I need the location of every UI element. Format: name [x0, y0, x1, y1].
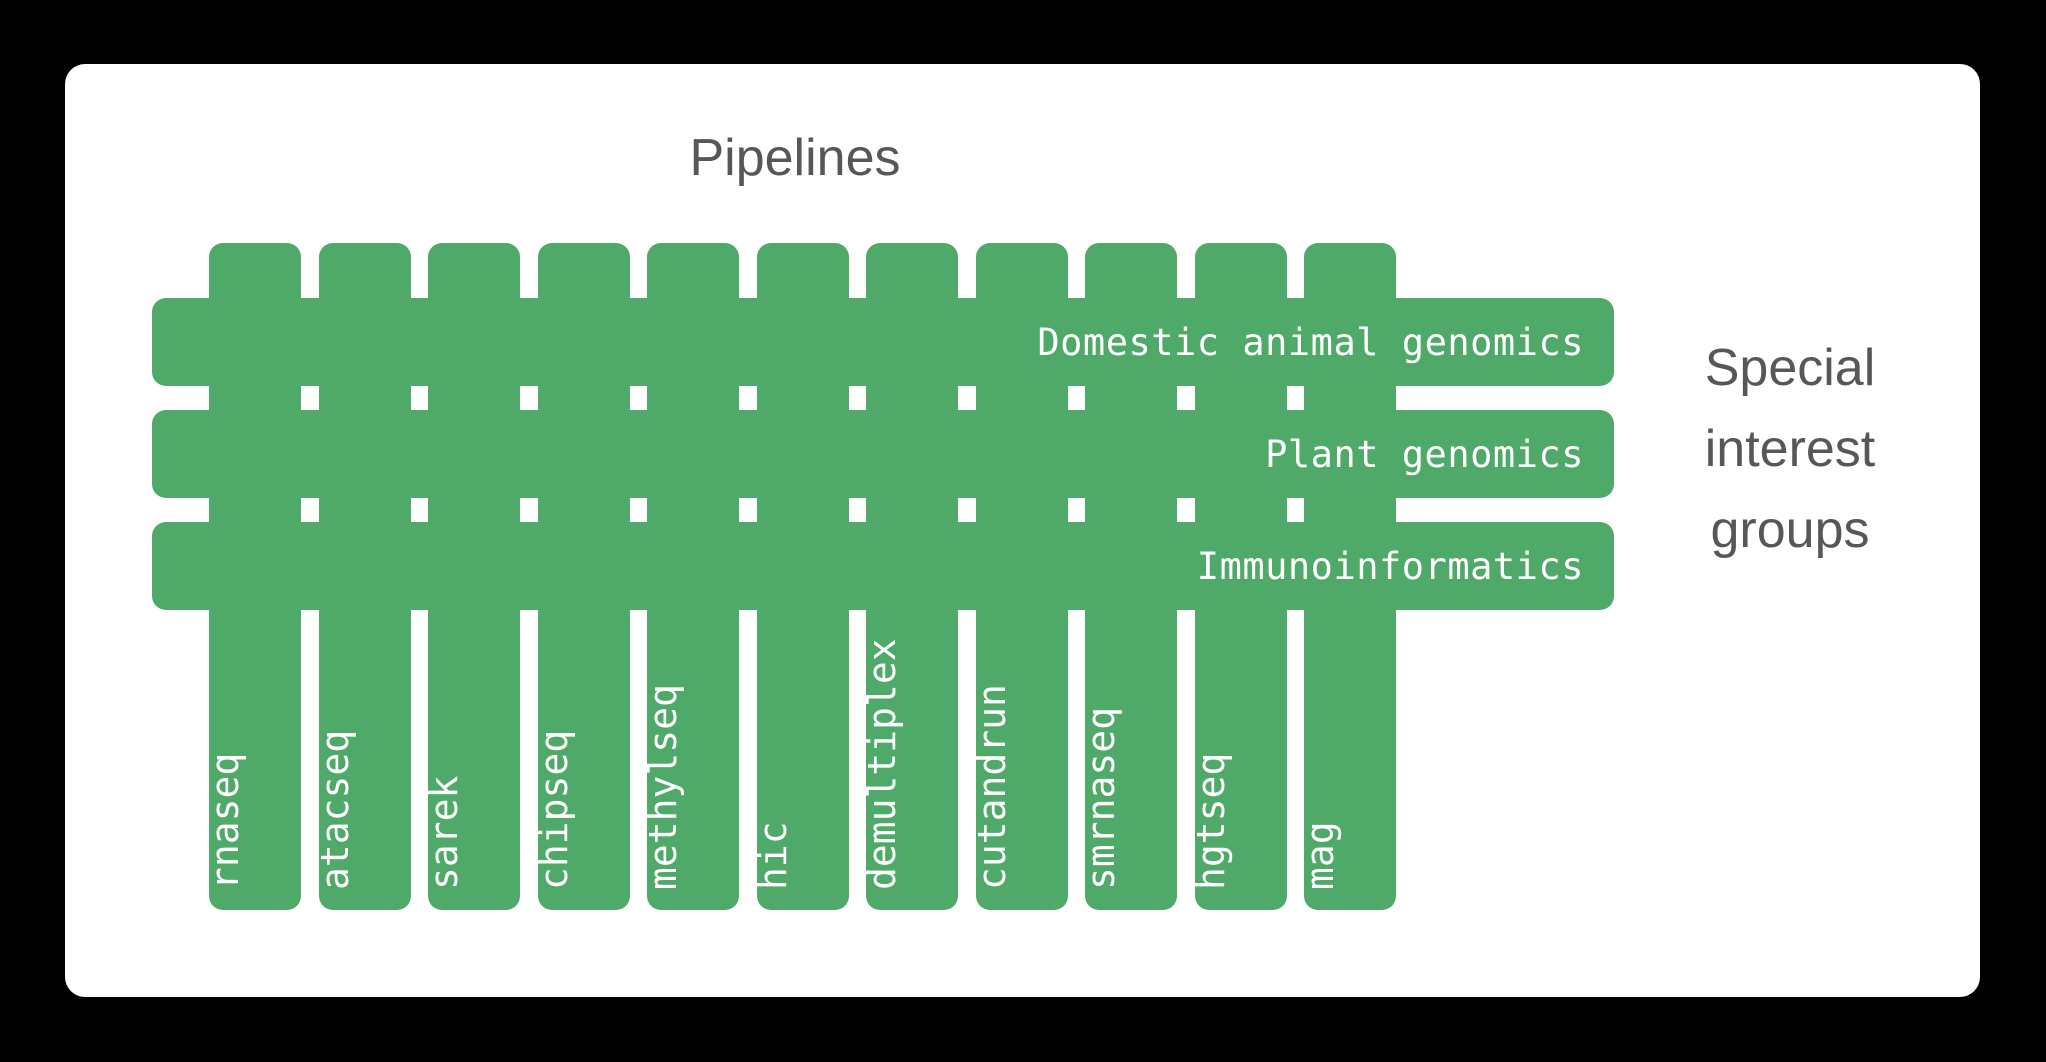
pipeline-label: hgtseq	[1188, 752, 1233, 890]
pipeline-label: chipseq	[531, 729, 576, 890]
pipeline-label: methylseq	[641, 684, 685, 890]
pipeline-label: mag	[1298, 821, 1342, 890]
special-interest-group-bar[interactable]: Domestic animal genomics	[152, 298, 1614, 386]
pipeline-label: atacseq	[312, 729, 357, 890]
special-interest-group-label: Plant genomics	[1265, 432, 1584, 476]
sig-title-line-3: groups	[1710, 501, 1870, 559]
page-title: Pipelines	[689, 129, 901, 187]
pipeline-label: demultiplex	[860, 638, 904, 890]
special-interest-group-label: Domestic animal genomics	[1037, 320, 1584, 364]
special-interest-groups-title: Special interest groups	[1650, 328, 1930, 571]
pipeline-label: smrnaseq	[1079, 706, 1123, 890]
pipeline-label: hic	[750, 821, 795, 890]
pipeline-label: sarek	[422, 775, 466, 890]
sig-title-line-1: Special	[1704, 339, 1876, 397]
pipeline-label: cutandrun	[969, 684, 1014, 890]
special-interest-group-bar[interactable]: Immunoinformatics	[152, 522, 1614, 610]
pipeline-label: rnaseq	[203, 752, 247, 890]
special-interest-group-label: Immunoinformatics	[1196, 544, 1584, 588]
sig-title-line-2: interest	[1704, 420, 1876, 478]
special-interest-group-bar[interactable]: Plant genomics	[152, 410, 1614, 498]
